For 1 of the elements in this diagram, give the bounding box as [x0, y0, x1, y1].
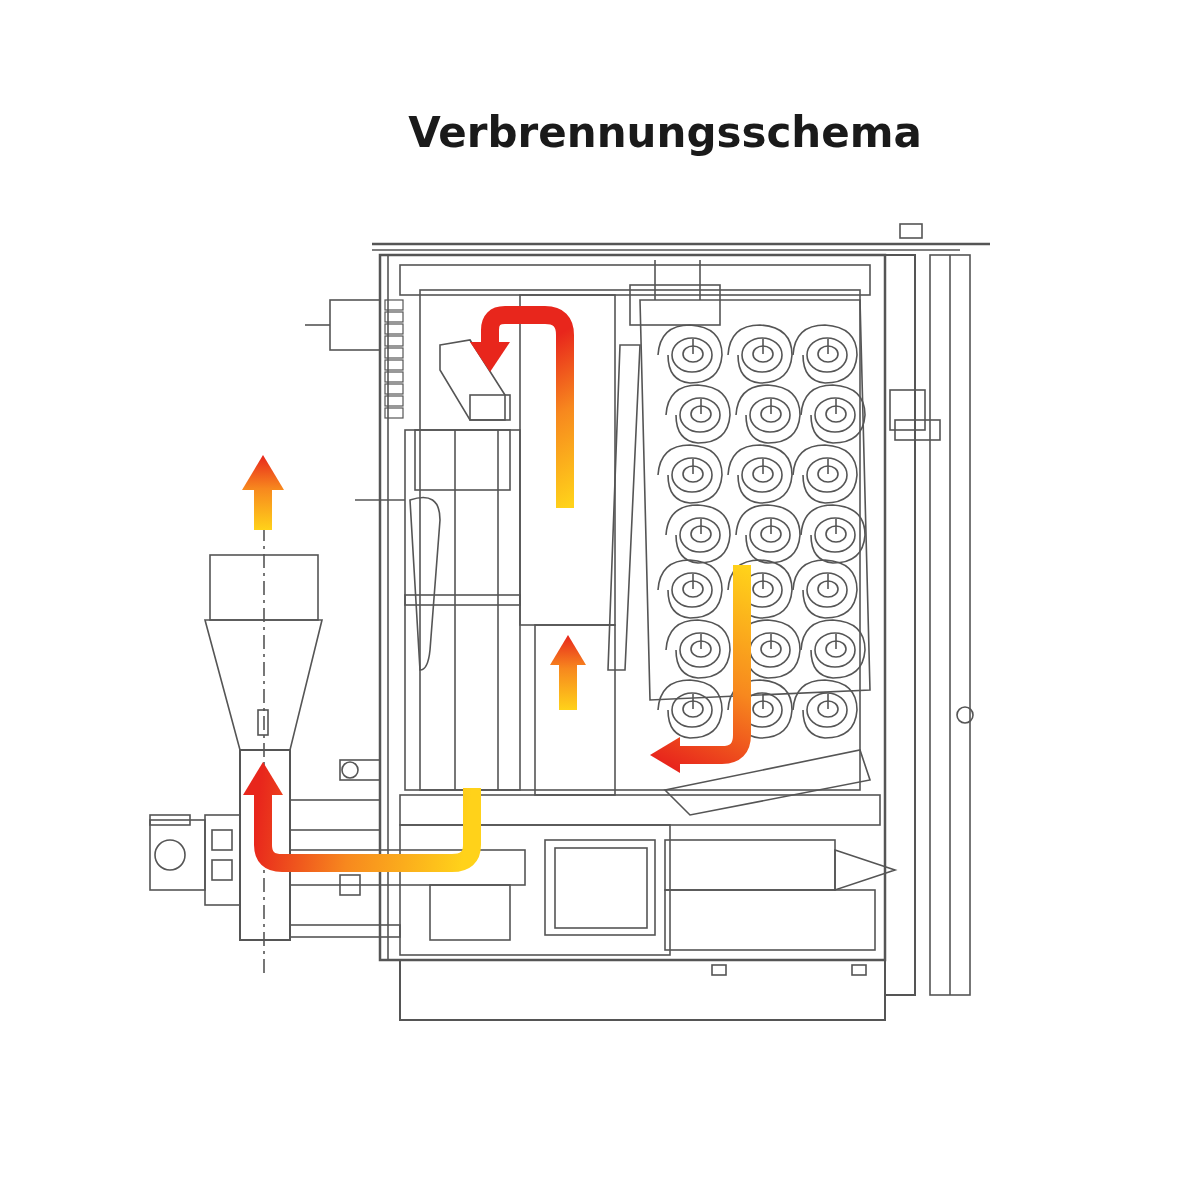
diagram-title: Verbrennungsschema [408, 108, 922, 157]
